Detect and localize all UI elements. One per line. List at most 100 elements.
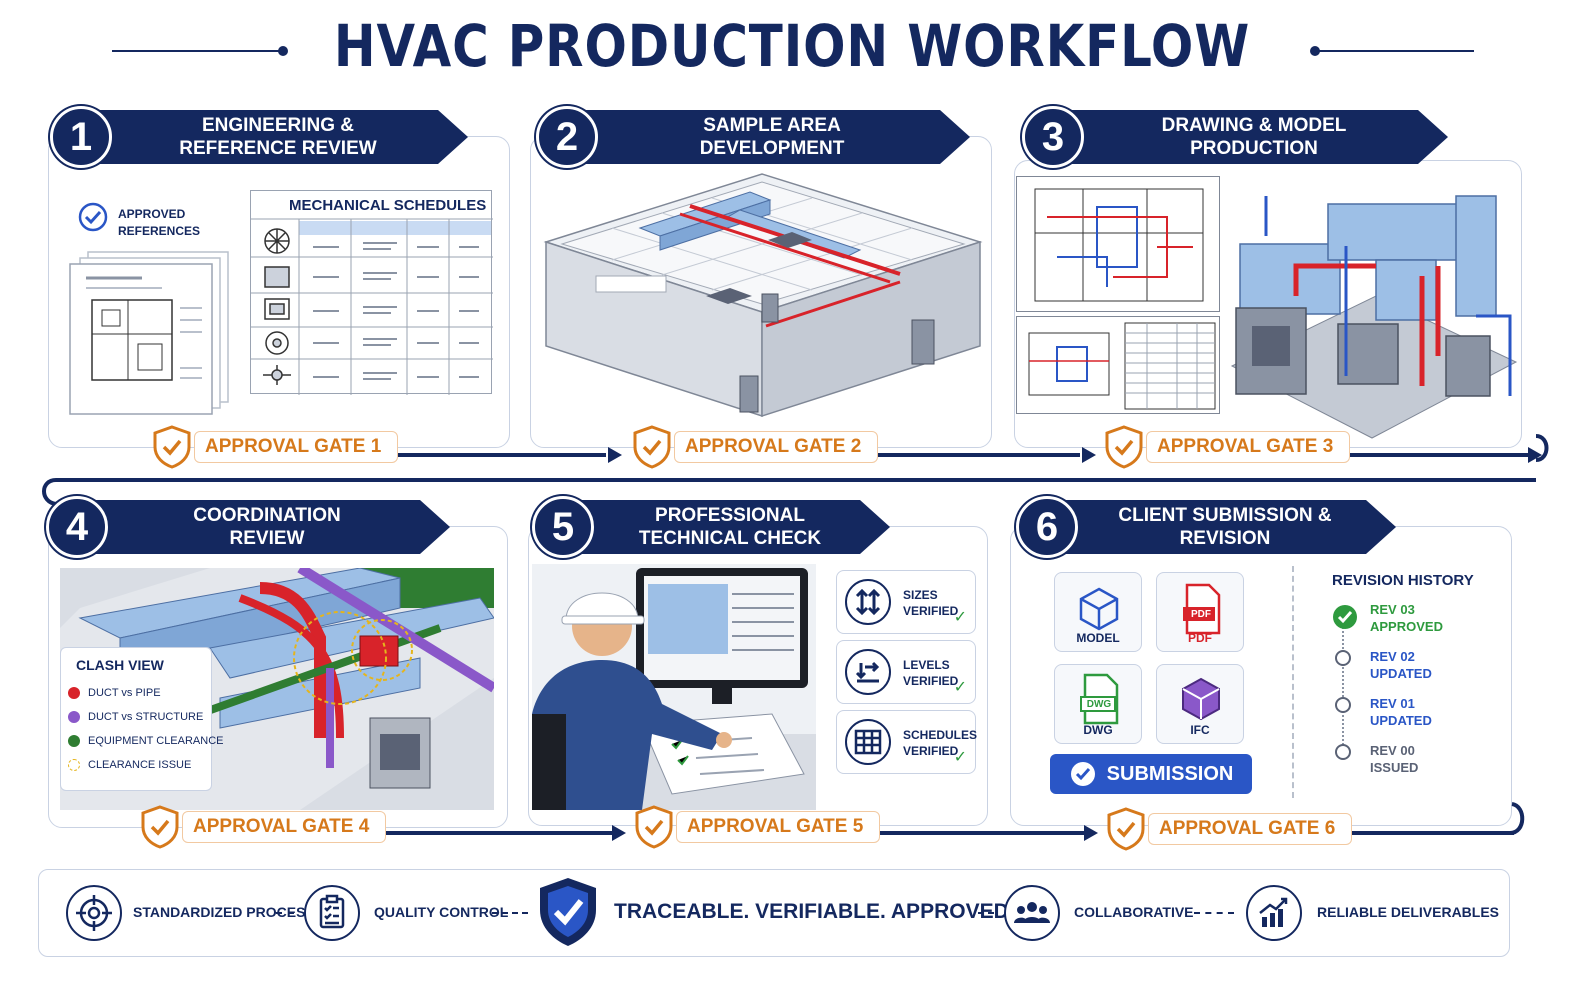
mechanical-schedules-table: MECHANICAL SCHEDULES (250, 190, 493, 395)
check-mark-icon: ✓ (953, 749, 967, 766)
gate-shield-icon (1107, 807, 1145, 851)
step-5-title: PROFESSIONAL TECHNICAL CHECK (638, 505, 822, 549)
revision-divider (1292, 566, 1294, 798)
step-3-banner: DRAWING & MODEL PRODUCTION (1060, 110, 1448, 164)
step-6-number: 6 (1016, 496, 1078, 558)
model-file-tile[interactable]: MODEL (1054, 572, 1142, 652)
pdf-file-label: PDF (1188, 631, 1212, 645)
title-left-dot (278, 46, 288, 56)
page-title: HVAC PRODUCTION WORKFLOW (333, 12, 1251, 80)
rev-03-label: REV 03 APPROVED (1370, 602, 1443, 634)
approval-gate-2: APPROVAL GATE 2 (632, 425, 879, 469)
step-5-number: 5 (532, 496, 594, 558)
pdf-file-tile[interactable]: PDF PDF (1156, 572, 1244, 652)
footer-collaborative-label: COLLABORATIVE (1074, 904, 1194, 920)
rev-02-label: REV 02 UPDATED (1370, 649, 1432, 681)
approval-gate-4-label: APPROVAL GATE 4 (182, 811, 387, 843)
floor-plan-drawing (1016, 176, 1220, 312)
dwg-file-tile[interactable]: DWG DWG (1054, 664, 1142, 744)
schedules-verified-label: SCHEDULES VERIFIED (903, 728, 978, 758)
submission-label: SUBMISSION (1106, 762, 1234, 785)
flow-arrow-1-2 (608, 447, 622, 463)
gate-shield-icon (141, 805, 179, 849)
ifc-file-label: IFC (1190, 723, 1210, 737)
pdf-badge: PDF (1191, 609, 1211, 620)
sizes-icon (845, 579, 891, 625)
clash-duct-pipe-label: DUCT vs PIPE (88, 687, 161, 699)
submission-button[interactable]: SUBMISSION (1050, 754, 1252, 794)
approval-gate-2-label: APPROVAL GATE 2 (674, 431, 879, 463)
verified-shield-icon (536, 876, 600, 948)
step-2-title: SAMPLE AREA DEVELOPMENT (699, 115, 845, 159)
clipboard-icon (304, 885, 360, 941)
step-3-title: DRAWING & MODEL PRODUCTION (1161, 115, 1347, 159)
title-left-line (112, 50, 284, 52)
title-right-line (1316, 50, 1474, 52)
footer-dash-2 (492, 912, 528, 914)
clash-clearance-dot (68, 759, 80, 771)
approval-gate-3-label: APPROVAL GATE 3 (1146, 431, 1351, 463)
flow-arrow-5-6 (1084, 825, 1098, 841)
approval-gate-1: APPROVAL GATE 1 (152, 425, 399, 469)
clash-clearance-label: CLEARANCE ISSUE (88, 759, 192, 771)
ifc-file-tile[interactable]: IFC (1156, 664, 1244, 744)
approval-gate-6-label: APPROVAL GATE 6 (1148, 813, 1353, 845)
rev-00-label: REV 00 ISSUED (1370, 743, 1419, 775)
section-and-schedule-drawing (1016, 316, 1220, 414)
flow-line-5-6 (856, 831, 1084, 835)
levels-verified-item: LEVELS VERIFIED ✓ (836, 640, 976, 704)
ifc-cube-icon (1182, 677, 1220, 721)
flow-line-6-end (1324, 831, 1514, 835)
approved-check-icon (78, 202, 108, 232)
clash-duct-structure-label: DUCT vs STRUCTURE (88, 711, 204, 723)
approval-gate-3: APPROVAL GATE 3 (1104, 425, 1351, 469)
schedules-verified-item: SCHEDULES VERIFIED ✓ (836, 710, 978, 774)
reference-drawing-stack (62, 248, 238, 416)
clash-duct-structure-dot (68, 711, 80, 723)
check-circle-icon (1070, 762, 1095, 786)
footer-standardized-label: STANDARDIZED PROCESS (133, 904, 315, 920)
flow-line-2-3 (850, 453, 1080, 457)
team-icon (1004, 885, 1060, 941)
dwg-badge: DWG (1086, 699, 1112, 710)
clash-view-legend (60, 647, 212, 791)
schedules-icon (845, 719, 891, 765)
footer-dash-3 (978, 912, 994, 914)
clash-equipment-dot (68, 735, 80, 747)
sizes-verified-item: SIZES VERIFIED ✓ (836, 570, 976, 634)
mechanical-room-3d-model (1226, 176, 1518, 448)
model-file-label: MODEL (1076, 631, 1120, 645)
flow-arrow-2-3 (1082, 447, 1096, 463)
rev-03-approved-icon (1332, 604, 1358, 630)
step-2-number: 2 (536, 106, 598, 168)
approval-gate-5: APPROVAL GATE 5 (634, 805, 881, 849)
approval-gate-1-label: APPROVAL GATE 1 (194, 431, 399, 463)
rev-00-dot (1335, 744, 1351, 760)
step-4-title: COORDINATION REVIEW (193, 505, 341, 549)
growth-chart-icon (1246, 885, 1302, 941)
rev-01-dot (1335, 697, 1351, 713)
step-2-banner: SAMPLE AREA DEVELOPMENT (574, 110, 970, 164)
footer-reliable-label: RELIABLE DELIVERABLES (1317, 904, 1500, 920)
check-mark-icon: ✓ (953, 679, 967, 696)
mechanical-schedules-title: MECHANICAL SCHEDULES (289, 197, 487, 214)
flow-line-4-5 (360, 831, 612, 835)
gate-shield-icon (635, 805, 673, 849)
levels-icon (845, 649, 891, 695)
step-1-number: 1 (50, 106, 112, 168)
step-1-banner: ENGINEERING & REFERENCE REVIEW (88, 110, 468, 164)
rev-01-label: REV 01 UPDATED (1370, 696, 1432, 728)
clash-equipment-label: EQUIPMENT CLEARANCE (88, 735, 224, 747)
clash-view-title: CLASH VIEW (76, 657, 164, 673)
approved-references-label: APPROVED REFERENCES (118, 207, 201, 238)
target-icon (66, 885, 122, 941)
step-5-banner: PROFESSIONAL TECHNICAL CHECK (570, 500, 890, 554)
approval-gate-5-label: APPROVAL GATE 5 (676, 811, 881, 843)
approval-gate-4: APPROVAL GATE 4 (140, 805, 387, 849)
dwg-file-label: DWG (1083, 723, 1113, 737)
gate-shield-icon (1105, 425, 1143, 469)
flow-arrow-4-5 (612, 825, 626, 841)
revision-history-title: REVISION HISTORY (1332, 572, 1474, 589)
step-1-title: ENGINEERING & REFERENCE REVIEW (179, 115, 377, 159)
clash-duct-pipe-dot (68, 687, 80, 699)
